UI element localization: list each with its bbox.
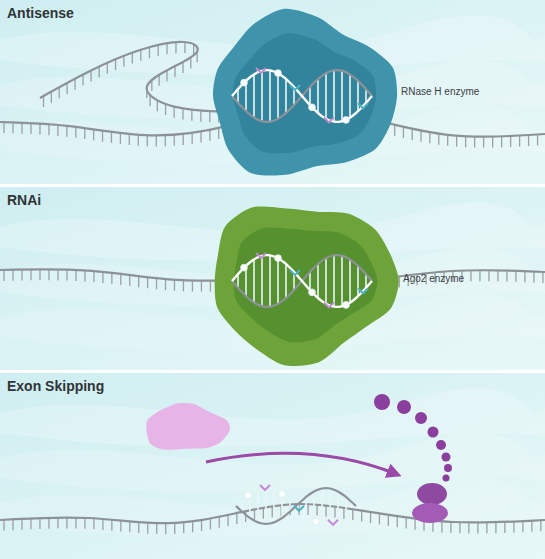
peptide-bead — [397, 400, 411, 414]
enzyme-label: Ago2 enzyme — [403, 273, 464, 284]
rnai-drawing — [0, 207, 545, 366]
panel-heading: RNAi — [7, 192, 41, 208]
peptide-bead — [415, 412, 427, 424]
rna-strand — [40, 42, 230, 112]
panel-heading: Antisense — [7, 5, 74, 21]
movement-arrow — [206, 453, 396, 474]
peptide-bead — [442, 453, 451, 462]
duplex-helix — [236, 485, 356, 525]
base-ticks — [4, 504, 541, 534]
enzyme-blob — [215, 207, 399, 366]
panel-ground — [0, 373, 545, 559]
panel-heading: Exon Skipping — [7, 378, 104, 394]
duplex-helix — [232, 253, 372, 308]
antisense-drawing — [0, 9, 545, 176]
panel-band: Exon Skipping — [0, 373, 545, 559]
rna-strand — [0, 504, 545, 523]
molecule-drawings — [0, 9, 545, 535]
enzyme-blob — [213, 9, 397, 176]
enzyme-label: RNase H enzyme — [401, 86, 479, 97]
exon-skipping-drawing — [0, 394, 545, 534]
peptide-bead — [444, 464, 452, 472]
ribosome-top — [417, 483, 447, 505]
panel-ground — [0, 0, 545, 184]
panel-ground — [0, 187, 545, 370]
peptide-bead — [443, 475, 450, 482]
peptide-bead — [428, 427, 439, 438]
peptide-bead — [436, 440, 446, 450]
peptide-bead — [374, 394, 390, 410]
ribosome-bottom — [412, 503, 448, 523]
duplex-helix — [232, 68, 372, 123]
enzyme-blob — [146, 403, 230, 450]
